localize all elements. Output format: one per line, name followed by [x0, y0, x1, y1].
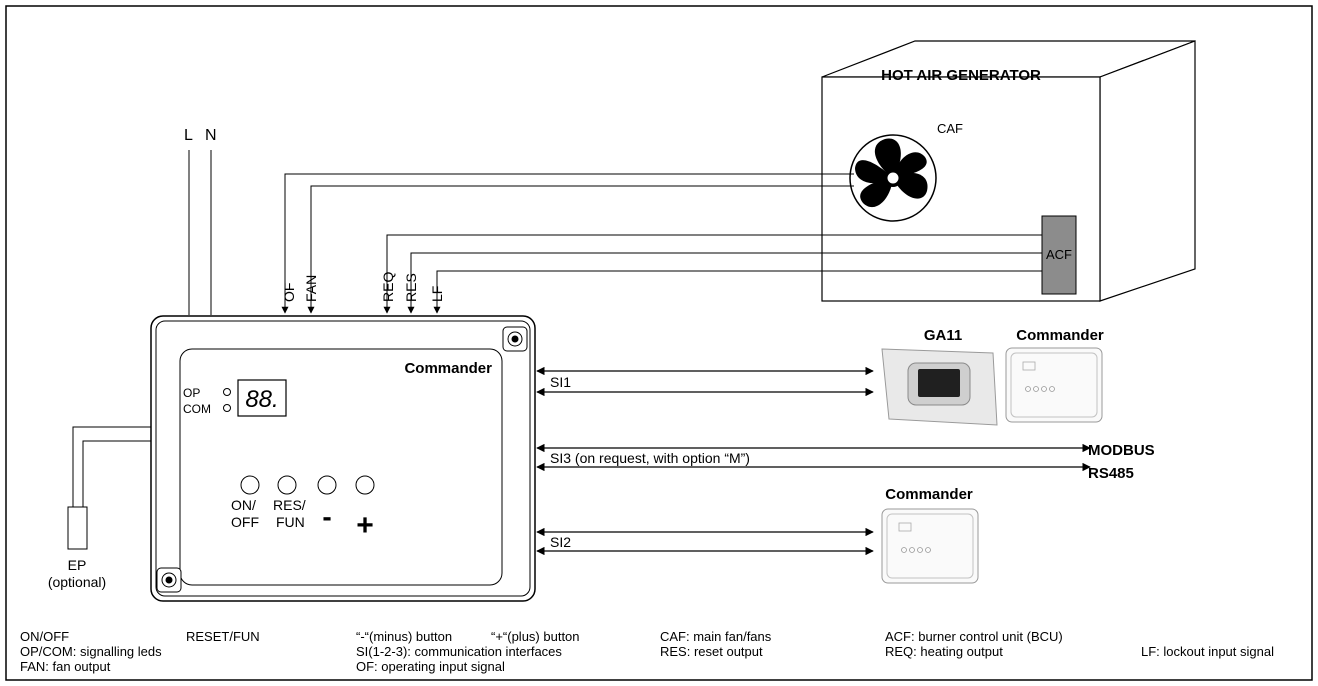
wire-of	[281, 173, 854, 314]
res-fun-label-2: FUN	[276, 514, 305, 530]
diagram-border	[5, 5, 1313, 681]
acf-label: ACF	[1046, 247, 1072, 262]
screw-icon	[156, 567, 182, 593]
led-com	[223, 404, 231, 412]
label-lf: LF	[429, 286, 445, 302]
si-lines	[536, 366, 1091, 556]
plus-button[interactable]	[355, 475, 375, 495]
legend-reset-fun: RESET/FUN	[186, 629, 260, 644]
legend-lf: LF: lockout input signal	[1141, 644, 1274, 659]
wire-res	[407, 252, 1042, 314]
rs485-label: RS485	[1088, 465, 1134, 482]
label-req: REQ	[380, 272, 396, 302]
commander-remote-2-label: Commander	[885, 486, 973, 503]
wire-fan	[307, 185, 854, 314]
fan-label: CAF	[937, 121, 963, 136]
power-supply: L N	[184, 127, 217, 315]
legend-req: REQ: heating output	[885, 644, 1003, 659]
signal-wires	[281, 173, 1042, 314]
diagram-canvas: HOT AIR GENERATOR CAF ACF L N OF FAN	[5, 5, 1313, 681]
seven-segment-display	[237, 379, 287, 417]
led-op-label: OP	[183, 386, 200, 400]
minus-label: -	[322, 501, 331, 532]
plus-label: +	[356, 509, 374, 542]
legend-on-off: ON/OFF	[20, 629, 70, 644]
led-com-label: COM	[183, 402, 211, 416]
modbus-label: MODBUS	[1088, 442, 1155, 459]
commander-title: Commander	[404, 360, 492, 377]
si1-label: SI1	[550, 374, 571, 390]
res-fun-button[interactable]	[277, 475, 297, 495]
label-n: N	[205, 127, 217, 144]
ga11-label: GA11	[924, 327, 962, 344]
legend-caf: CAF: main fan/fans	[660, 629, 772, 644]
on-off-label-1: ON/	[231, 497, 256, 513]
legend-of: OF: operating input signal	[356, 659, 505, 674]
acf-box	[1041, 215, 1077, 295]
minus-button[interactable]	[317, 475, 337, 495]
legend-minus: “-“(minus) button	[356, 629, 453, 644]
wire-lf	[433, 270, 1042, 314]
probe-label: EP	[68, 557, 87, 573]
legend-acf: ACF: burner control unit (BCU)	[885, 629, 1063, 644]
legend-si: SI(1-2-3): communication interfaces	[356, 644, 562, 659]
generator-title: HOT AIR GENERATOR	[881, 67, 1041, 84]
ep-probe: EP (optional)	[48, 426, 151, 590]
screw-icon	[502, 326, 528, 352]
hot-air-generator: HOT AIR GENERATOR CAF ACF	[821, 40, 1196, 302]
res-fun-label-1: RES/	[273, 497, 306, 513]
on-off-button[interactable]	[240, 475, 260, 495]
legend-res: RES: reset output	[660, 644, 763, 659]
on-off-label-2: OFF	[231, 514, 259, 530]
label-of: OF	[281, 283, 297, 302]
si2-label: SI2	[550, 534, 571, 550]
label-res: RES	[403, 273, 419, 302]
probe-note: (optional)	[48, 574, 106, 590]
commander-device: Commander OP COM 88. ON/ OFF RES/ FUN - …	[150, 315, 536, 602]
legend-op-com: OP/COM: signalling leds	[20, 644, 162, 659]
label-fan: FAN	[303, 275, 319, 302]
commander-remote-1: Commander	[1005, 327, 1104, 423]
led-op	[223, 388, 231, 396]
ga11-remote: GA11	[881, 327, 998, 426]
label-l: L	[184, 127, 193, 144]
si3-label: SI3 (on request, with option “M”)	[550, 450, 750, 466]
wire-req	[383, 234, 1042, 314]
signal-labels: OF FAN REQ RES LF	[281, 272, 445, 302]
commander-remote-2: Commander	[881, 486, 979, 584]
commander-remote-1-label: Commander	[1016, 327, 1104, 344]
display-value: 88.	[245, 386, 278, 413]
legend-plus: “+“(plus) button	[491, 629, 580, 644]
legend-fan: FAN: fan output	[20, 659, 111, 674]
